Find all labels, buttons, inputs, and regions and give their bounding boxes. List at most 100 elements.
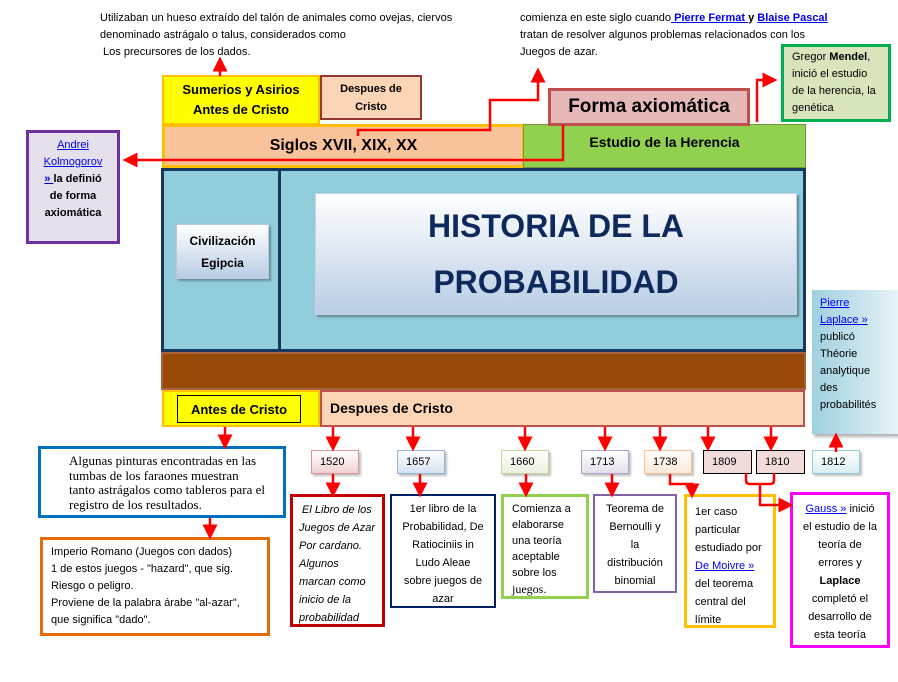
note-line: Teorema de xyxy=(605,503,665,515)
moivre-note: 1er caso particular estudiado por De Moi… xyxy=(684,494,776,628)
timeline-bar xyxy=(161,352,806,390)
note-line: sobre los xyxy=(512,567,557,579)
note-line: Bernoulli y xyxy=(609,521,661,533)
laplace-name: Laplace xyxy=(819,575,861,587)
gauss-link[interactable]: Gauss » xyxy=(805,503,847,515)
note-line: tumbas de los faraones muestran xyxy=(69,467,239,483)
note-line: axiomática xyxy=(44,207,102,219)
note-line: Probabilidad, De xyxy=(402,521,484,533)
year-label: 1660 xyxy=(510,456,535,468)
andrei-kolmogorov-link[interactable]: Andrei xyxy=(57,139,89,151)
andrei-kolmogorov-link[interactable]: Kolmogorov xyxy=(43,156,103,168)
note-line: aceptable xyxy=(512,551,560,563)
gauss-note: Gauss » inició el estudio de la teoría d… xyxy=(790,492,890,648)
note-line: publicó xyxy=(820,331,855,343)
note-line: de forma xyxy=(49,190,97,202)
note-line: elaborarse xyxy=(512,519,564,531)
year-box-1520: 1520 xyxy=(311,450,359,474)
note-text: inició xyxy=(846,503,875,515)
note-line: azar xyxy=(432,593,454,605)
year-label: 1657 xyxy=(406,456,431,468)
year-box-1738: 1738 xyxy=(644,450,692,474)
andrei-kolmogorov-link[interactable]: » xyxy=(44,173,54,185)
pierre-laplace-link[interactable]: Laplace » xyxy=(820,314,868,326)
panel-divider xyxy=(278,168,281,352)
note-line: Riesgo o peligro. xyxy=(51,580,134,592)
despues-header: Despues de Cristo xyxy=(320,390,805,427)
antes-header: Antes de Cristo xyxy=(177,395,301,423)
note-line: Comienza a xyxy=(512,503,571,515)
note-line: estudiado por xyxy=(695,542,762,554)
antes-header-bg xyxy=(162,390,320,427)
note-line: 1 de estos juegos - "hazard", que sig. xyxy=(51,563,234,575)
note-line: Los precursores de los dados. xyxy=(100,46,251,58)
note-line: sobre juegos de xyxy=(403,575,483,587)
pierre-fermat-link[interactable]: Pierre Fermat xyxy=(671,12,749,24)
year-box-1812: 1812 xyxy=(812,450,860,474)
page-title-line: HISTORIA DE LA xyxy=(427,208,684,244)
year-box-1657: 1657 xyxy=(397,450,445,474)
mendel-note: Gregor Mendel, inició el estudio de la h… xyxy=(781,44,891,122)
arrow-herencia-mendel xyxy=(755,72,778,122)
note-line: Théorie xyxy=(820,348,858,360)
note-text: y xyxy=(748,12,755,24)
note-line: probabilidad xyxy=(299,612,359,624)
year-label: 1738 xyxy=(653,456,678,468)
note-line: Por cardano. xyxy=(299,540,362,552)
note-line: binomial xyxy=(614,575,656,587)
note-line: analytique xyxy=(820,365,871,377)
year-box-1713: 1713 xyxy=(581,450,629,474)
siglos-header: Siglos XVII, XIX, XX xyxy=(162,124,525,168)
header-line: Despues de xyxy=(340,82,402,95)
note-line: registro de los resultados. xyxy=(69,496,202,512)
note-line: 1er libro de la xyxy=(409,503,477,515)
page-title-line: PROBABILIDAD xyxy=(433,264,679,300)
year-label: 1520 xyxy=(320,456,345,468)
note-line: de la herencia, la xyxy=(792,85,876,97)
note-line: esta teoría xyxy=(814,629,866,641)
forma-axiomatica-label: Forma axiomática xyxy=(568,96,730,117)
year-label: 1809 xyxy=(712,456,737,468)
note-line: el estudio de la xyxy=(803,521,877,533)
egypt-note: Algunas pinturas encontradas en las tumb… xyxy=(38,446,286,518)
note-line: Ludo Aleae xyxy=(415,557,471,569)
note-line: El Libro de los xyxy=(299,504,372,516)
huygens-note: 1er libro de la Probabilidad, De Ratioci… xyxy=(390,494,496,608)
note-text: la definió xyxy=(53,173,102,185)
note-line: del teorema xyxy=(695,578,754,590)
note-line: Juegos de Azar xyxy=(299,522,376,534)
header-line: Cristo xyxy=(355,100,387,113)
forma-axiomatica-header: Forma axiomática xyxy=(548,88,750,126)
year-box-1810: 1810 xyxy=(756,450,805,474)
de-moivre-link[interactable]: De Moivre » xyxy=(695,560,755,572)
note-line: Algunos xyxy=(299,558,339,570)
pierre-laplace-link[interactable]: Pierre xyxy=(820,297,850,309)
note-line: probabilités xyxy=(820,399,877,411)
note-text: Gregor xyxy=(792,51,830,63)
astragalo-note: Utilizaban un hueso extraído del talón d… xyxy=(100,10,500,61)
fermat-pascal-note: comienza en este siglo cuando Pierre Fer… xyxy=(520,10,880,61)
note-line: Proviene de la palabra árabe "al-azar", xyxy=(51,597,240,609)
kolmogorov-note: Andrei Kolmogorov » la definió de forma … xyxy=(26,130,120,244)
year-label: 1713 xyxy=(590,456,615,468)
header-line: Antes de Cristo xyxy=(192,102,290,117)
despues-label: Despues de Cristo xyxy=(330,400,453,416)
note-line: Utilizaban un hueso extraído del talón d… xyxy=(100,12,453,24)
year-box-1660: 1660 xyxy=(501,450,549,474)
antes-label: Antes de Cristo xyxy=(190,401,288,417)
note-line: genética xyxy=(792,102,834,114)
header-line: Egipcia xyxy=(201,255,244,270)
blaise-pascal-link[interactable]: Blaise Pascal xyxy=(757,12,828,24)
mendel-name: Mendel xyxy=(829,51,868,63)
laplace-note: Pierre Laplace » publicó Théorie analyti… xyxy=(812,290,898,434)
note-line: desarrollo de xyxy=(808,611,872,623)
note-line: des xyxy=(820,382,838,394)
note-line: distribución xyxy=(607,557,663,569)
note-line: juegos. xyxy=(512,582,547,596)
despues-small-header: Despues de Cristo xyxy=(320,75,422,120)
note-line: particular xyxy=(695,524,741,536)
note-line: denominado astrágalo o talus, considerad… xyxy=(100,29,346,41)
title-box: HISTORIA DE LA PROBABILIDAD xyxy=(315,193,797,315)
note-line: inicio de la xyxy=(299,594,351,606)
cardano-note: El Libro de los Juegos de Azar Por carda… xyxy=(290,494,385,627)
